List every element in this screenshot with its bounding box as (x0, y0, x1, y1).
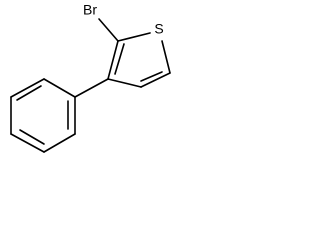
bond-th-c5-c4-inner (140, 71, 163, 82)
bond-phenyl-thiophene (74, 78, 109, 98)
bond-ph-c4-c5 (10, 133, 45, 153)
bond-th-c2-s (117, 32, 151, 42)
bond-th-c3-c2 (107, 40, 119, 80)
bond-th-c5-c4 (140, 72, 171, 88)
bond-c2-bromine (98, 18, 119, 42)
sulfur-label: S (154, 21, 163, 37)
structural-formula: Br S (10, 2, 171, 153)
bromine-label: Br (83, 2, 97, 18)
thiophene-ring (107, 32, 171, 88)
bond-th-c4-c3 (107, 78, 142, 88)
bond-ph-c5-c6 (43, 133, 76, 153)
bond-ph-c1-c2 (43, 78, 76, 98)
bond-th-s-c5 (161, 40, 171, 74)
bond-ph-inner-2 (19, 129, 45, 145)
bond-ph-inner-1 (16, 85, 42, 101)
bond-ph-c2-c3 (10, 78, 45, 98)
phenyl-ring (10, 78, 76, 153)
bond-th-c2-c3-inner (114, 43, 125, 75)
